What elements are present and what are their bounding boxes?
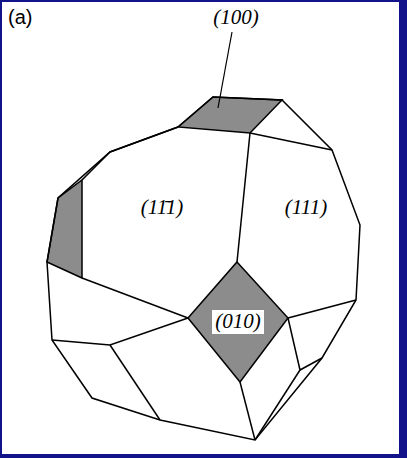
face-index: (100) (213, 6, 259, 29)
face-edges (52, 127, 356, 440)
face-index: (111) (285, 196, 327, 219)
face-100 (178, 97, 282, 133)
panel-letter: (a) (8, 6, 32, 28)
crystal-outline (47, 97, 360, 440)
face-index: (010) (212, 310, 264, 333)
face-index: (11̄1) (141, 196, 183, 219)
face-010 (188, 262, 288, 382)
white-panel (2, 2, 399, 454)
leader-line (218, 32, 232, 108)
